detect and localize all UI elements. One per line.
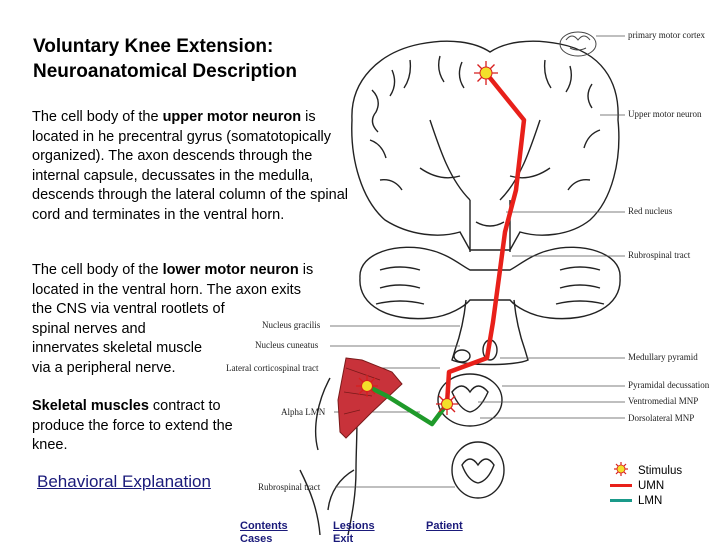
label-ventromedial-mnp: Ventromedial MNP xyxy=(628,396,698,406)
label-leaders xyxy=(330,36,625,487)
umn-pathway xyxy=(447,73,524,404)
lmn-term: lower motor neuron xyxy=(163,262,299,278)
nav-exit[interactable]: Exit xyxy=(333,533,353,545)
lmn-line-3: the CNS via ventral rootlets of xyxy=(32,300,350,320)
label-pyramidal-decussation: Pyramidal decussation xyxy=(628,380,709,390)
legend-stimulus: Stimulus xyxy=(610,463,682,478)
label-medullary-pyramid: Medullary pyramid xyxy=(628,352,698,362)
label-alpha-lmn: Alpha LMN xyxy=(281,407,325,417)
label-lateral-corticospinal-tract: Lateral corticospinal tract xyxy=(226,363,318,373)
label-red-nucleus: Red nucleus xyxy=(628,206,672,216)
title-line-2: Neuroanatomical Description xyxy=(33,59,297,84)
title-line-1: Voluntary Knee Extension: xyxy=(33,34,297,59)
umn-description: The cell body of the upper motor neuron … xyxy=(32,108,350,225)
label-rubrospinal-tract-lower: Rubrospinal tract xyxy=(258,482,320,492)
label-nucleus-gracilis: Nucleus gracilis xyxy=(262,320,320,330)
nav-patient[interactable]: Patient xyxy=(426,520,463,532)
label-rubrospinal-tract-upper: Rubrospinal tract xyxy=(628,250,690,260)
legend: Stimulus UMN LMN xyxy=(610,463,682,508)
stimulus-icon xyxy=(610,462,632,479)
stimulus-icon-cortex xyxy=(474,61,498,85)
legend-lmn: LMN xyxy=(610,493,682,508)
legend-lmn-label: LMN xyxy=(638,495,662,507)
label-dorsolateral-mnp: Dorsolateral MNP xyxy=(628,413,694,423)
nav-contents[interactable]: Contents xyxy=(240,520,288,532)
page-title: Voluntary Knee Extension: Neuroanatomica… xyxy=(33,34,297,84)
nav-cases[interactable]: Cases xyxy=(240,533,272,545)
legend-umn: UMN xyxy=(610,478,682,493)
legend-umn-label: UMN xyxy=(638,480,664,492)
umn-term: upper motor neuron xyxy=(163,109,302,125)
nav-lesions[interactable]: Lesions xyxy=(333,520,375,532)
homunculus-icon xyxy=(560,32,596,56)
stimulus-icon-ventral-horn xyxy=(436,393,458,415)
behavioral-explanation-link[interactable]: Behavioral Explanation xyxy=(37,472,211,492)
umn-text-post: is located in he precentral gyrus (somat… xyxy=(32,109,348,223)
legend-stimulus-label: Stimulus xyxy=(638,465,682,477)
lmn-line-1: The cell body of the lower motor neuron … xyxy=(32,261,350,281)
umn-swatch xyxy=(610,484,632,487)
label-nucleus-cuneatus: Nucleus cuneatus xyxy=(255,340,318,350)
label-upper-motor-neuron: Upper motor neuron xyxy=(628,109,701,119)
umn-text-pre: The cell body of the xyxy=(32,109,163,125)
muscle-term: Skeletal muscles xyxy=(32,398,149,414)
lmn-line-2: located in the ventral horn. The axon ex… xyxy=(32,281,350,301)
label-primary-motor-cortex: primary motor cortex xyxy=(628,30,705,40)
stimulus-icon-muscle xyxy=(356,375,378,397)
lmn-swatch xyxy=(610,499,632,502)
muscle-description: Skeletal muscles contract to produce the… xyxy=(32,397,247,456)
